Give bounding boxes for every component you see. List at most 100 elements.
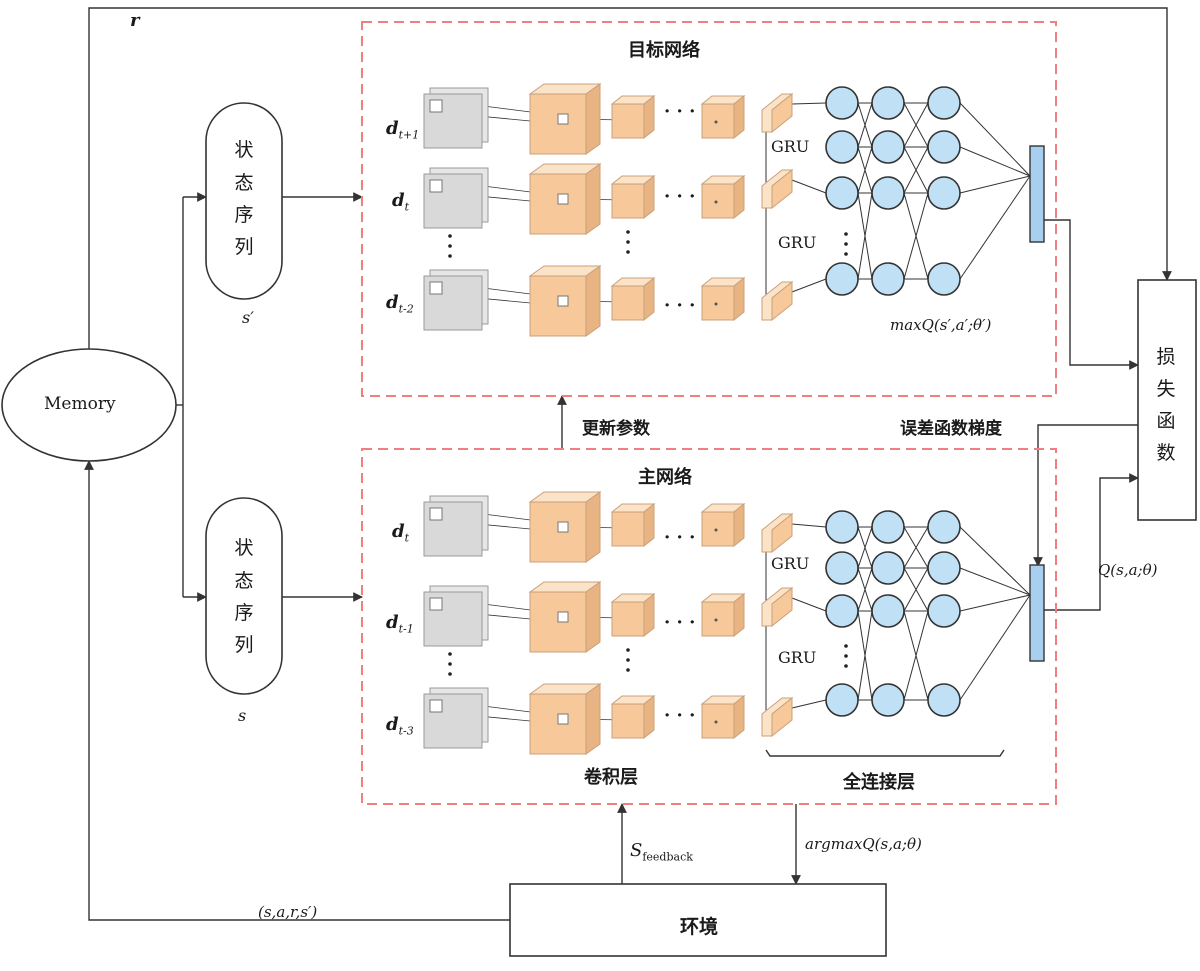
s-prime-label: s′: [242, 308, 254, 327]
target-cube3-dot-2: [714, 200, 718, 204]
target-vdot-input-1: [448, 244, 452, 248]
main-cube3-side-1: [733, 502, 745, 548]
target-input-window-3: [429, 281, 443, 295]
state-seq-top-char-1: 状: [234, 139, 254, 161]
main-vdot-input-0: [448, 652, 452, 656]
main-input-window-1: [429, 507, 443, 521]
target-cube1-side-3: [585, 265, 601, 337]
target-cube3-dot-1: [714, 120, 718, 124]
q-label: Q(s,a;θ): [1098, 561, 1158, 579]
target-cube2-side-1: [643, 94, 655, 140]
main-to-out-3: [959, 594, 1031, 612]
main-cube2-side-1: [643, 502, 655, 548]
main-cube2-front-3: [611, 703, 645, 739]
main-cube1-side-3: [585, 683, 601, 755]
main-ellipsis-3: · · ·: [664, 705, 696, 726]
main-cube3-dot-3: [714, 720, 718, 724]
main-neuron-c2-r2: [871, 551, 905, 585]
main-neuron-c3-r1: [927, 510, 961, 544]
main-cube2-front-2: [611, 601, 645, 637]
state-seq-top-char-2: 态: [234, 172, 254, 194]
target-link-c2-4-3: [903, 192, 929, 280]
main-vdot-cube-2: [626, 668, 630, 672]
target-gru-label-2: GRU: [778, 233, 817, 252]
main-input-window-3: [429, 699, 443, 713]
target-cube2-front-3: [611, 285, 645, 321]
s-feedback-label: Sfeedback: [630, 840, 693, 864]
target-neuron-c3-r1: [927, 86, 961, 120]
target-to-out-4: [959, 175, 1031, 280]
target-neuron-c3-r4: [927, 262, 961, 296]
target-cube2-side-3: [643, 276, 655, 322]
target-gru-to-n-1: [791, 102, 827, 105]
reward-label: r: [130, 10, 140, 31]
main-fc-vdot-2: [844, 664, 848, 668]
target-neuron-c3-r3: [927, 176, 961, 210]
main-network-title: 主网络: [638, 467, 692, 488]
target-vdot-input-0: [448, 234, 452, 238]
target-fc-vdot-2: [844, 252, 848, 256]
main-gru-label-1: GRU: [771, 554, 810, 573]
target-cube3-side-3: [733, 276, 745, 322]
main-q-to-loss: [1044, 473, 1139, 611]
target-neuron-c2-r4: [871, 262, 905, 296]
main-link-c2-3-2: [903, 567, 929, 612]
main-fc-vdot-1: [844, 654, 848, 658]
target-output-bar: [1029, 145, 1045, 243]
error-gradient-label: 误差函数梯度: [900, 419, 1002, 439]
main-gru-to-n-1: [791, 523, 827, 528]
main-link-c1-3-2: [857, 567, 873, 612]
main-cube3-side-2: [733, 592, 745, 638]
target-link-c1-4-3: [857, 192, 873, 280]
target-link-c2-2-1: [903, 102, 929, 148]
main-d-label-1: dt: [392, 521, 410, 545]
transition-tuple-label: (s,a,r,s′): [258, 903, 318, 921]
main-fc-vdot-0: [844, 644, 848, 648]
memory-ellipse: [1, 348, 177, 462]
target-cube3-side-1: [733, 94, 745, 140]
main-cube1-window-3: [557, 713, 569, 725]
main-vdot-cube-0: [626, 648, 630, 652]
loss-char-4: 数: [1156, 442, 1176, 464]
target-ellipsis-2: · · ·: [664, 186, 696, 207]
target-d-label-2: dt: [392, 190, 410, 214]
target-gru-bar-face-2: [771, 168, 793, 210]
target-neuron-c1-r3: [825, 176, 859, 210]
environment-label: 环境: [680, 916, 719, 938]
state-seq-top-char-4: 列: [234, 236, 254, 258]
s-label: s: [238, 706, 247, 725]
main-to-out-1: [959, 526, 1031, 596]
target-gru-to-n-3: [791, 278, 827, 293]
fc-layer-brace: [765, 749, 1005, 757]
target-cube3-side-2: [733, 174, 745, 220]
main-cube2-side-3: [643, 694, 655, 740]
main-to-out-2: [959, 567, 1031, 596]
target-network-title: 目标网络: [628, 40, 700, 61]
main-cube3-front-1: [701, 511, 735, 547]
target-neuron-c2-r3: [871, 176, 905, 210]
target-vdot-cube-2: [626, 250, 630, 254]
main-gru-bar-face-1: [771, 512, 793, 554]
loss-char-1: 损: [1156, 346, 1176, 368]
target-vdot-cube-0: [626, 230, 630, 234]
target-cube3-front-1: [701, 103, 735, 139]
update-params-label: 更新参数: [582, 419, 650, 439]
main-vdot-input-1: [448, 662, 452, 666]
state-seq-bottom-char-3: 序: [234, 602, 254, 624]
main-link-c1-2-1: [857, 526, 873, 569]
target-neuron-c2-r1: [871, 86, 905, 120]
fc-layer-label: 全连接层: [843, 772, 915, 793]
target-ellipsis-3: · · ·: [664, 295, 696, 316]
main-link-c2-4-3: [903, 610, 929, 701]
target-gru-bar-face-1: [771, 92, 793, 134]
environment-box: [509, 883, 887, 957]
target-d-label-3: dt-2: [386, 292, 414, 316]
target-fc-vdot-1: [844, 242, 848, 246]
state-seq-top-char-3: 序: [234, 204, 254, 226]
conv-layer-label: 卷积层: [584, 767, 638, 788]
target-network-box: [361, 21, 1057, 397]
main-link-c1-4-3: [857, 610, 873, 701]
target-gru-label-1: GRU: [771, 137, 810, 156]
state-seq-bottom-char-1: 状: [234, 537, 254, 559]
